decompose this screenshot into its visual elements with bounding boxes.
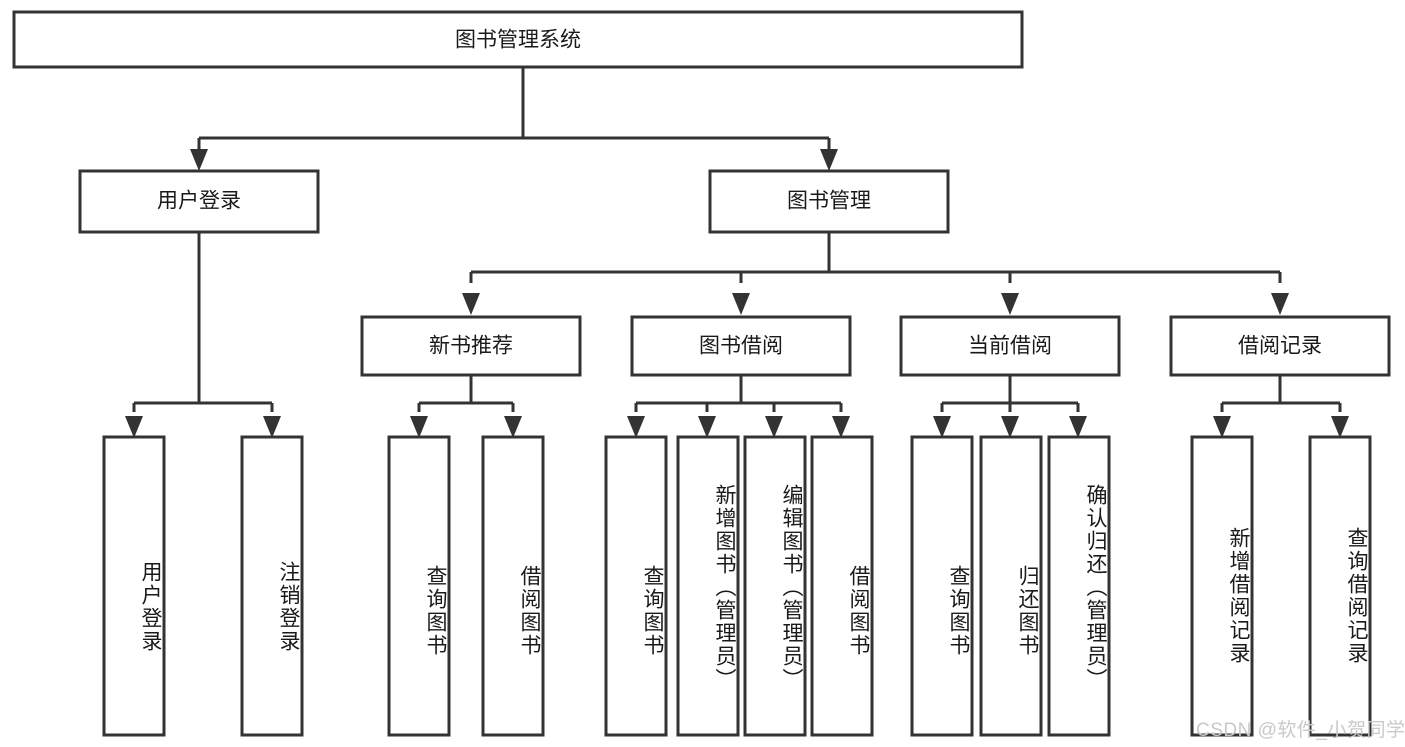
node-leaf-borrow-book-recommend[interactable] bbox=[481, 435, 545, 737]
node-leaf-query-borrow-record[interactable] bbox=[1308, 435, 1372, 737]
node-leaf-query-book-borrow[interactable] bbox=[604, 435, 668, 737]
node-leaf-borrow-book[interactable] bbox=[810, 435, 874, 737]
node-borrow-record[interactable]: 借阅记录 bbox=[1169, 315, 1391, 377]
node-book-management[interactable]: 图书管理 bbox=[708, 169, 950, 234]
node-new-book-recommend[interactable]: 新书推荐 bbox=[360, 315, 582, 377]
node-leaf-confirm-return-admin[interactable] bbox=[1047, 435, 1111, 737]
node-book-management-label: 图书管理 bbox=[787, 190, 871, 213]
node-leaf-return-book[interactable] bbox=[979, 435, 1043, 737]
node-root-system-label: 图书管理系统 bbox=[455, 29, 581, 52]
node-leaf-query-book-current[interactable] bbox=[910, 435, 974, 737]
connector-book-mgmt-to-level3 bbox=[462, 232, 1289, 315]
node-borrow-record-label: 借阅记录 bbox=[1238, 335, 1322, 358]
node-leaf-logout-login[interactable] bbox=[240, 435, 304, 737]
connector-borrow-to-leaves bbox=[627, 375, 850, 438]
node-user-login-label: 用户登录 bbox=[157, 190, 241, 213]
watermark-text: CSDN @软件_小贺同学 bbox=[1196, 719, 1405, 741]
node-leaf-user-login[interactable] bbox=[102, 435, 166, 737]
node-leaf-query-book-recommend[interactable] bbox=[387, 435, 451, 737]
node-book-borrow[interactable]: 图书借阅 bbox=[630, 315, 852, 377]
node-new-book-recommend-label: 新书推荐 bbox=[429, 335, 513, 358]
node-current-borrow-label: 当前借阅 bbox=[968, 335, 1052, 358]
node-leaf-add-borrow-record[interactable] bbox=[1190, 435, 1254, 737]
connector-root-to-level2 bbox=[190, 67, 838, 171]
connector-record-to-leaves bbox=[1213, 375, 1349, 438]
node-leaf-add-book-admin[interactable] bbox=[676, 435, 740, 737]
connector-user-login-to-leaves bbox=[125, 232, 281, 438]
node-root-system[interactable]: 图书管理系统 bbox=[12, 10, 1024, 69]
node-book-borrow-label: 图书借阅 bbox=[699, 335, 783, 358]
connector-current-to-leaves bbox=[933, 375, 1087, 438]
node-user-login[interactable]: 用户登录 bbox=[78, 169, 320, 234]
connector-recommend-to-leaves bbox=[410, 375, 522, 438]
node-leaf-edit-book-admin[interactable] bbox=[743, 435, 807, 737]
node-current-borrow[interactable]: 当前借阅 bbox=[899, 315, 1121, 377]
